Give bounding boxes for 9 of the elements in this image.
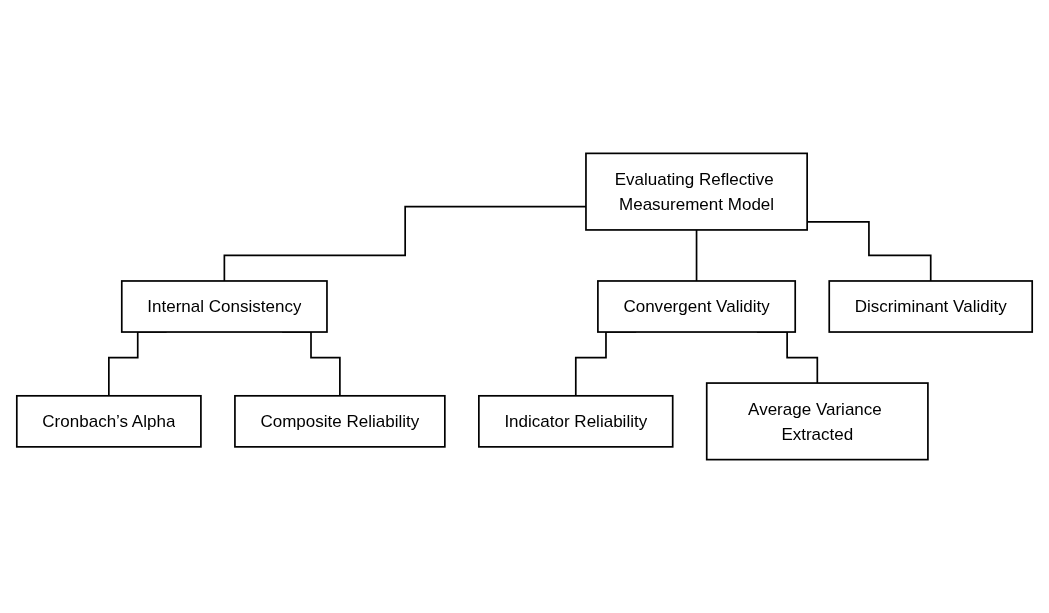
node-box: Internal Consistency	[120, 280, 328, 333]
node-box: Cronbach’s Alpha	[15, 394, 202, 448]
connector	[695, 229, 698, 282]
node-box: Evaluating Reflective Measurement Model	[585, 152, 808, 231]
node-box: Average Variance Extracted	[705, 382, 929, 461]
node-box: Convergent Validity	[597, 280, 797, 333]
node-box: Discriminant Validity	[828, 280, 1034, 333]
node-box: Composite Reliability	[234, 394, 446, 448]
node-box: Indicator Reliability	[478, 394, 674, 448]
